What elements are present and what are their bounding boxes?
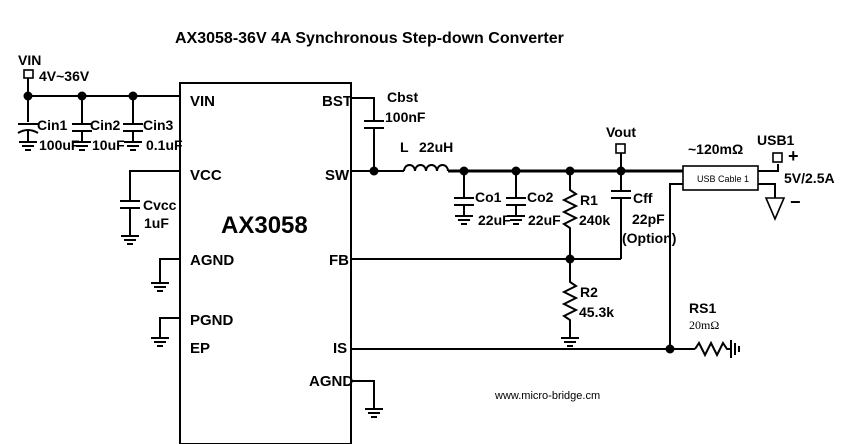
- pin-pgnd: PGND: [190, 312, 234, 329]
- co2-capacitor: [506, 171, 526, 225]
- cbst-ref: Cbst: [387, 89, 418, 105]
- footer-url: www.micro-bridge.cm: [494, 390, 600, 402]
- cvcc-capacitor: [120, 170, 180, 245]
- usb-plus: +: [788, 146, 799, 166]
- usb-return-wire: [758, 183, 776, 198]
- cin1-value: 100uF: [39, 137, 80, 153]
- pin-vcc: VCC: [190, 167, 222, 184]
- cable-resistance: ~120mΩ: [688, 141, 743, 157]
- vout-label: Vout: [606, 124, 636, 140]
- inductor-value: 22uH: [419, 139, 453, 155]
- inductor-ref: L: [400, 139, 409, 155]
- pin-is: IS: [333, 340, 347, 357]
- vin-range: 4V~36V: [39, 68, 90, 84]
- co1-ref: Co1: [475, 189, 502, 205]
- usb-ref: USB1: [757, 132, 795, 148]
- cbst-capacitor: [351, 97, 384, 171]
- usb-rating: 5V/2.5A: [784, 170, 835, 186]
- vout-terminal: [615, 143, 626, 154]
- cin2-ref: Cin2: [90, 117, 121, 133]
- cin1-capacitor: [17, 96, 39, 151]
- usb-cable-label: USB Cable 1: [697, 174, 749, 184]
- cable-return-wire: [669, 183, 683, 349]
- pin-vin: VIN: [190, 93, 215, 110]
- cin3-ref: Cin3: [143, 117, 174, 133]
- rs1-resistor: [694, 340, 730, 358]
- usb-terminal: [772, 152, 783, 163]
- cff-ref: Cff: [633, 190, 653, 206]
- r2-value: 45.3k: [579, 304, 614, 320]
- co2-value: 22uF: [528, 212, 561, 228]
- usb-ground-triangle: [764, 197, 786, 222]
- cin2-capacitor: [72, 96, 92, 151]
- agnd-left-ground: [151, 258, 180, 292]
- rs1-ref: RS1: [689, 300, 716, 316]
- usb-cable-box: [682, 165, 759, 191]
- vin-terminal: [23, 69, 34, 79]
- cin3-capacitor: [123, 96, 143, 151]
- pin-fb: FB: [329, 252, 349, 269]
- cvcc-ref: Cvcc: [143, 197, 177, 213]
- cff-value: 22pF: [632, 211, 665, 227]
- cff-capacitor: [611, 171, 631, 259]
- ic-name: AX3058: [221, 212, 308, 239]
- r2-ref: R2: [580, 284, 598, 300]
- cin2-value: 10uF: [92, 137, 125, 153]
- co2-ref: Co2: [527, 189, 554, 205]
- pin-agnd-right: AGND: [309, 373, 353, 390]
- usb-minus: −: [790, 192, 801, 212]
- cff-note: (Option): [622, 230, 676, 246]
- agnd-right-ground: [351, 380, 383, 418]
- vin-label: VIN: [18, 52, 41, 68]
- r1-value: 240k: [579, 212, 610, 228]
- r1-resistor: [561, 171, 579, 259]
- cable-positive-wire: [758, 164, 779, 172]
- cbst-value: 100nF: [385, 109, 426, 125]
- cin1-ref: Cin1: [37, 117, 68, 133]
- rs1-ground: [730, 340, 740, 358]
- pin-sw: SW: [325, 167, 350, 184]
- cin3-value: 0.1uF: [146, 137, 183, 153]
- r2-resistor: [561, 259, 579, 338]
- pgnd-ground: [151, 317, 180, 347]
- junction-sw: [369, 166, 379, 176]
- rs1-value: 20mΩ: [689, 318, 719, 332]
- co1-capacitor: [454, 171, 474, 225]
- pin-bst: BST: [322, 93, 352, 110]
- r1-ref: R1: [580, 192, 598, 208]
- junction-is: [665, 344, 675, 354]
- pin-ep: EP: [190, 340, 210, 357]
- ic-body: [179, 82, 352, 444]
- pin-agnd-left: AGND: [190, 252, 234, 269]
- diagram-title: AX3058-36V 4A Synchronous Step-down Conv…: [175, 30, 564, 47]
- cvcc-value: 1uF: [144, 215, 169, 231]
- inductor-coil: [403, 164, 449, 172]
- r2-ground: [561, 337, 579, 347]
- co1-value: 22uF: [478, 212, 511, 228]
